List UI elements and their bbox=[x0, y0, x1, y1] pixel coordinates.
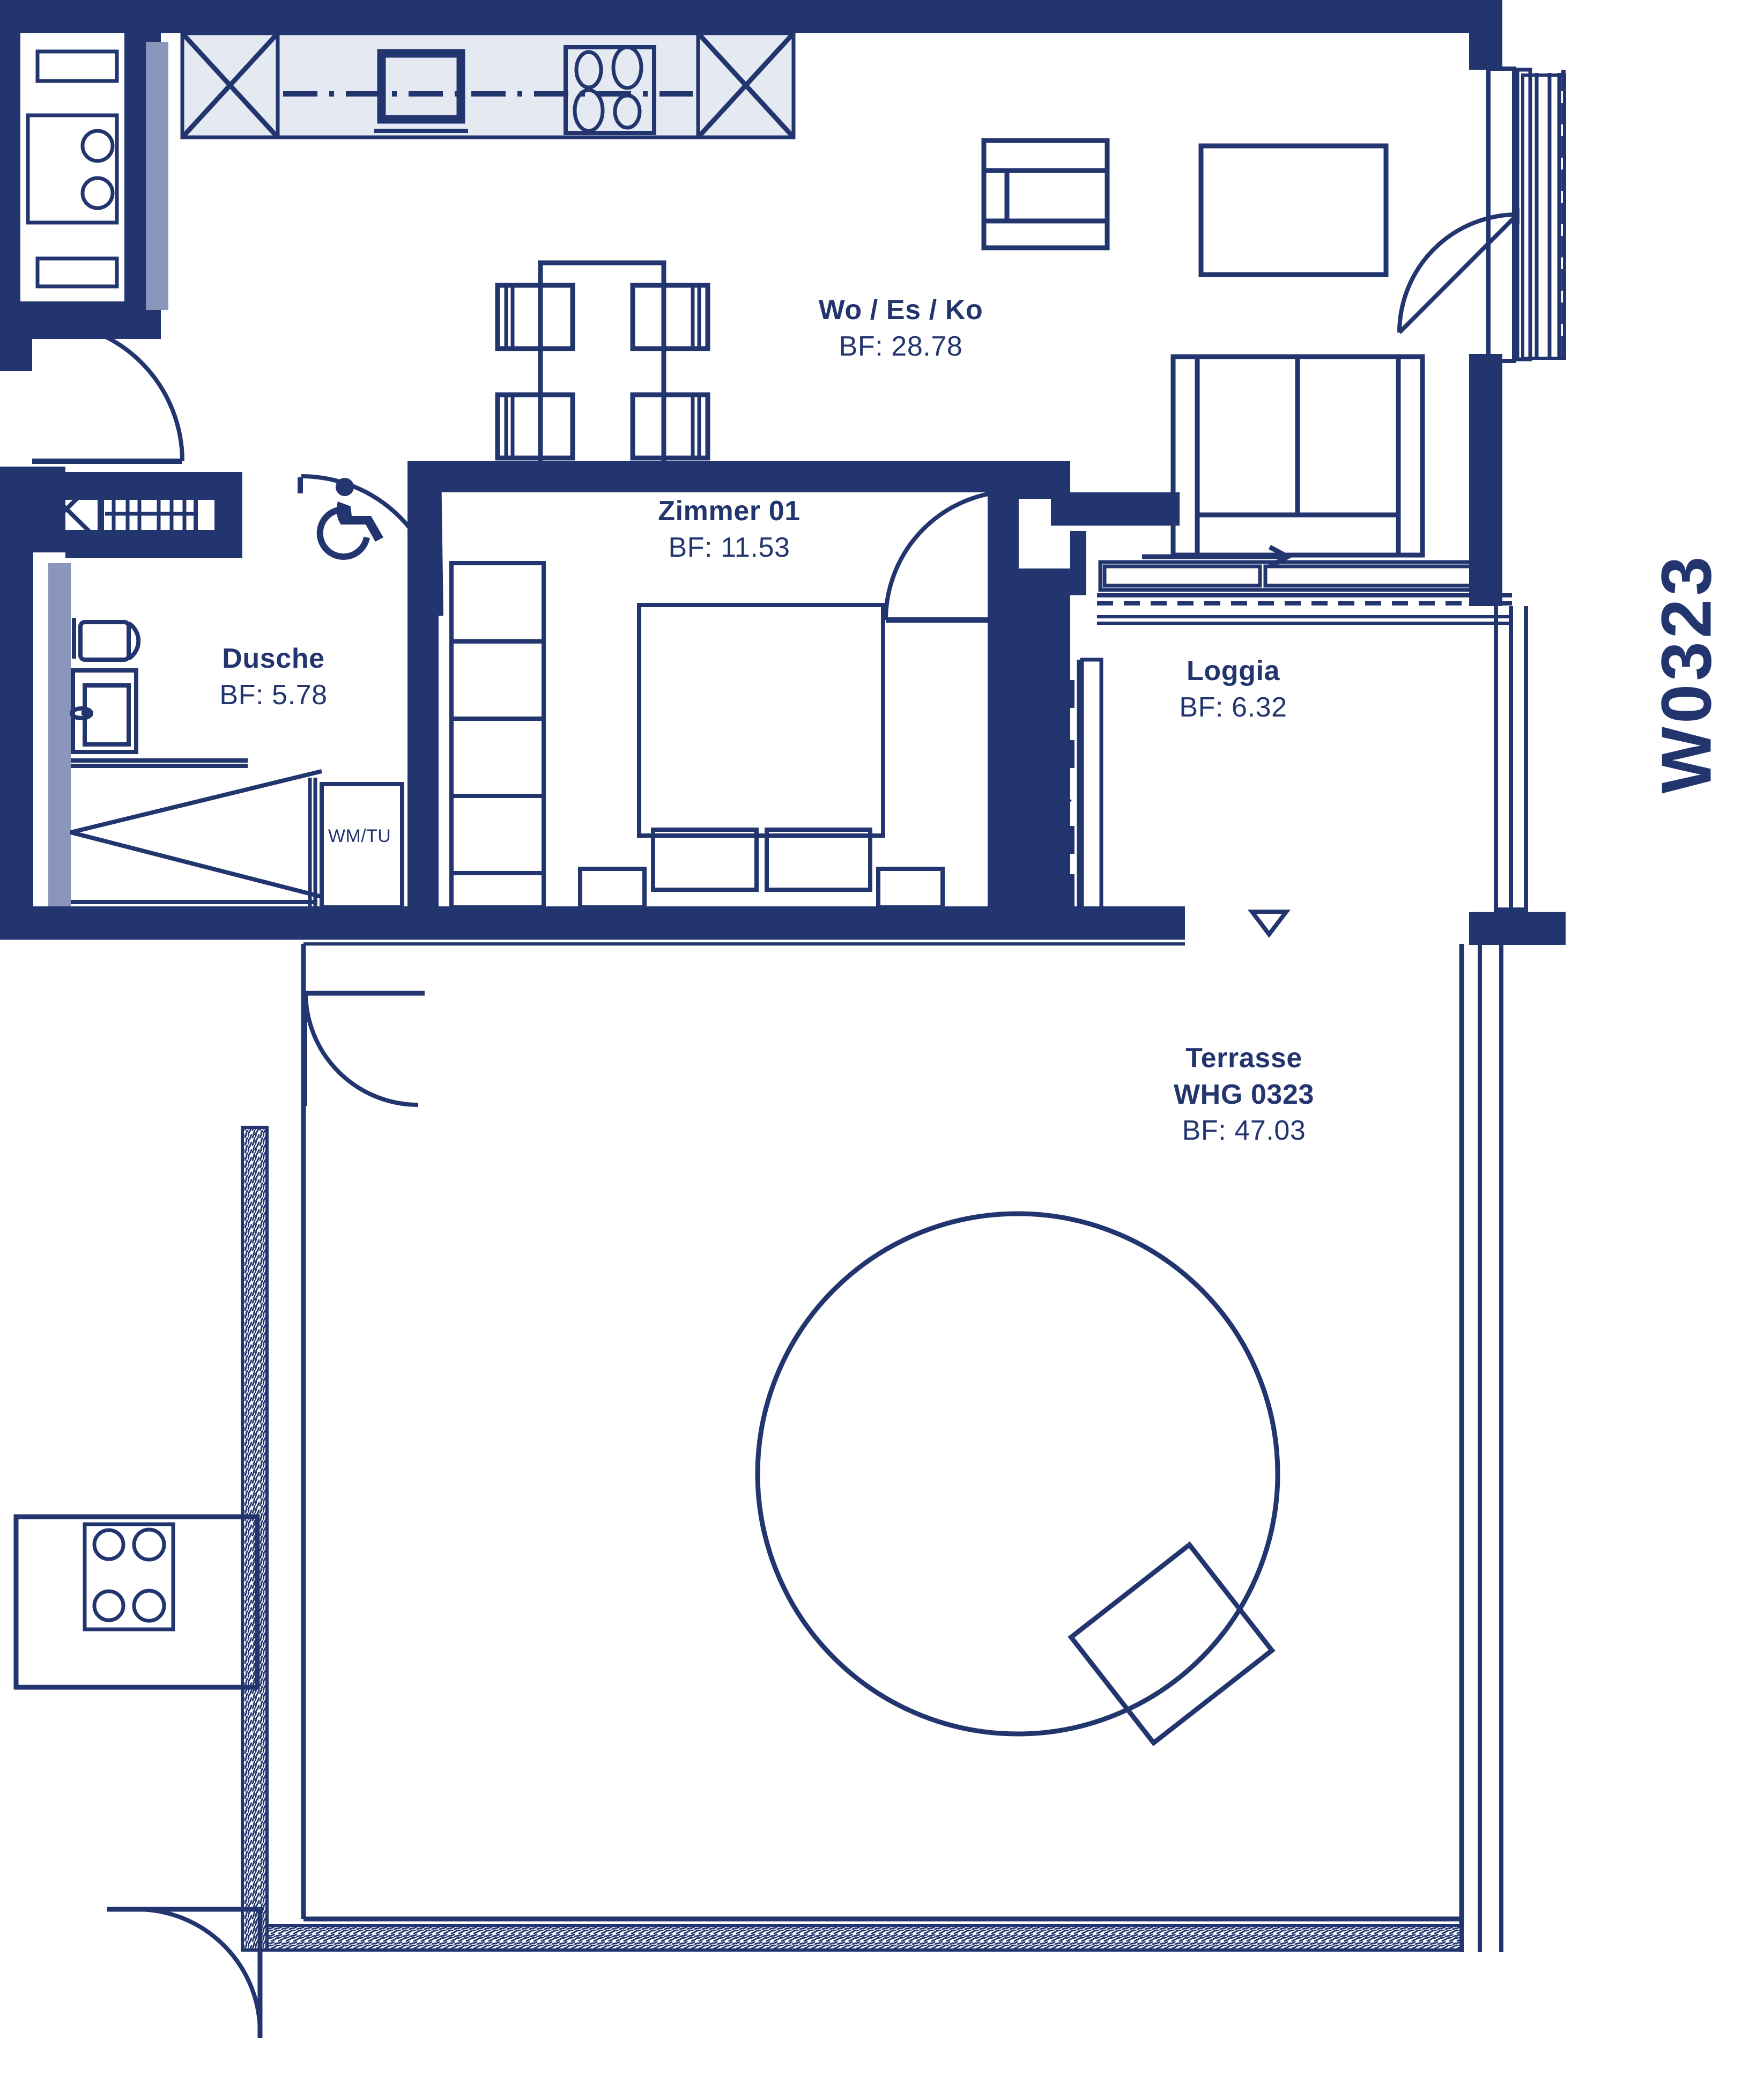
entry-door bbox=[32, 320, 184, 464]
building-right-edge bbox=[1494, 606, 1528, 912]
room-label-loggia: Loggia BF: 6.32 bbox=[1121, 653, 1346, 726]
bath-fixtures bbox=[31, 474, 404, 910]
room-name-bedroom: Zimmer 01 bbox=[658, 496, 801, 527]
kitchen-pocket-fixtures bbox=[4, 47, 119, 290]
glazing-bands bbox=[48, 42, 168, 906]
room-name-terrace: Terrasse bbox=[1185, 1043, 1302, 1074]
terrace-table-set bbox=[755, 1211, 1280, 1747]
bedroom-furniture bbox=[449, 561, 945, 910]
room-area-bath: BF: 5.78 bbox=[219, 679, 328, 711]
outdoor-grill bbox=[13, 1514, 260, 1690]
living-furniture bbox=[981, 138, 1425, 558]
sliding-door-arrow-icon bbox=[1142, 545, 1293, 568]
door-swings bbox=[298, 467, 1072, 860]
room-label-living: Wo / Es / Ko BF: 28.78 bbox=[740, 292, 1062, 365]
kitchen-counter-run bbox=[180, 31, 796, 139]
structural-walls bbox=[0, 0, 1566, 945]
room-area-loggia: BF: 6.32 bbox=[1179, 691, 1287, 723]
appliance-tag-laundry: WM/TU bbox=[328, 826, 391, 846]
terrace-upper-door bbox=[303, 991, 425, 1107]
room-name-bath: Dusche bbox=[222, 643, 325, 674]
room-name-terrace-unit: WHG 0323 bbox=[1173, 1079, 1314, 1110]
room-area-terrace: BF: 47.03 bbox=[1182, 1115, 1306, 1147]
loggia-sliding-door bbox=[1097, 545, 1512, 625]
dining-set bbox=[495, 260, 710, 469]
room-label-bedroom: Zimmer 01 BF: 11.53 bbox=[579, 493, 879, 566]
room-area-living: BF: 28.78 bbox=[839, 330, 963, 362]
room-name-living: Wo / Es / Ko bbox=[818, 294, 983, 326]
wheelchair-accessible-icon bbox=[316, 478, 383, 560]
room-label-bath: Dusche BF: 5.78 bbox=[155, 641, 391, 713]
room-label-terrace: Terrasse WHG 0323 BF: 47.03 bbox=[1115, 1040, 1373, 1149]
level-triangle-marker-icon bbox=[1247, 910, 1291, 938]
unit-code-label: W0323 bbox=[1647, 553, 1726, 794]
terrace-boundary bbox=[241, 942, 1503, 1952]
room-area-bedroom: BF: 11.53 bbox=[668, 531, 790, 563]
terrace-lower-door bbox=[107, 1907, 263, 2038]
living-room-window bbox=[1397, 67, 1566, 363]
room-name-loggia: Loggia bbox=[1186, 655, 1280, 686]
loggia-glazing bbox=[1065, 658, 1103, 914]
